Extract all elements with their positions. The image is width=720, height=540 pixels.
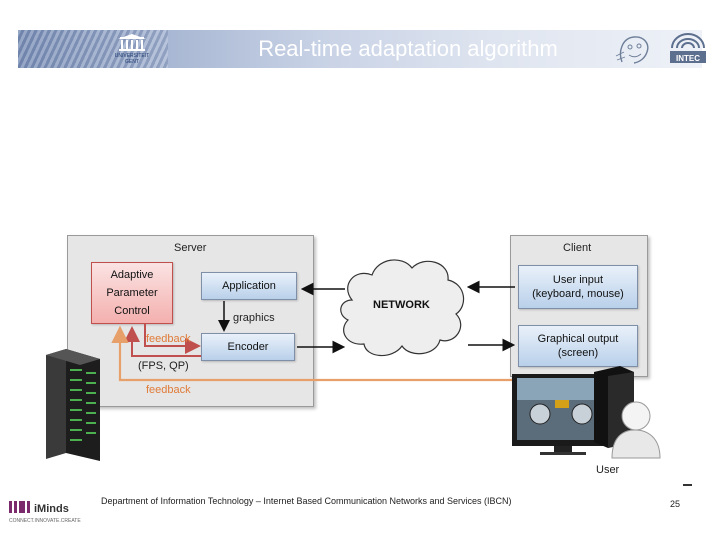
user-input-line-1: User input <box>552 274 604 286</box>
svg-text:GENT: GENT <box>125 59 139 65</box>
fps-qp-label: (FPS, QP) <box>138 360 189 372</box>
page-number: 25 <box>670 499 681 509</box>
intec-logo: INTEC <box>670 33 706 63</box>
feedback-top-label: feedback <box>146 333 191 345</box>
client-title: Client <box>563 242 592 254</box>
ugent-logo: UNIVERSITEIT GENT <box>115 34 149 65</box>
apc-line-1: Adaptive <box>110 269 154 281</box>
network-label: NETWORK <box>373 299 430 311</box>
graphical-output-box: Graphical output (screen) <box>518 325 638 367</box>
pc-tower-icon <box>594 366 634 448</box>
network-cloud <box>340 259 465 357</box>
graphical-output-line-2: (screen) <box>557 347 599 359</box>
parameter-red-arrow <box>144 324 201 354</box>
footer-department: Department of Information Technology – I… <box>101 496 512 506</box>
face-sketch-logo <box>615 36 649 64</box>
svg-text:CONNECT.INNOVATE.CREATE: CONNECT.INNOVATE.CREATE <box>9 518 81 524</box>
application-box: Application <box>201 272 297 300</box>
page-dash <box>683 484 692 486</box>
feedback-red-arrow <box>124 326 201 357</box>
feedback-orange-arrow <box>111 325 512 382</box>
slide-title: Real-time adaptation algorithm <box>258 36 558 61</box>
svg-text:UNIVERSITEIT: UNIVERSITEIT <box>115 53 149 59</box>
user-avatar-icon <box>611 401 661 459</box>
adaptive-parameter-control-box: Adaptive Parameter Control <box>91 262 173 324</box>
user-input-box: User input (keyboard, mouse) <box>518 265 638 309</box>
apc-line-3: Control <box>114 305 150 317</box>
apc-line-2: Parameter <box>106 287 158 299</box>
encoder-box: Encoder <box>201 333 295 361</box>
user-input-line-2: (keyboard, mouse) <box>532 288 624 300</box>
user-label: User <box>596 464 620 476</box>
svg-text:iMinds: iMinds <box>34 503 69 515</box>
server-title: Server <box>174 242 207 254</box>
server-rack-icon <box>46 349 100 461</box>
iminds-logo: iMinds CONNECT.INNOVATE.CREATE <box>9 501 81 524</box>
feedback-bottom-label: feedback <box>146 384 191 396</box>
header-banner: UNIVERSITEIT GENT Real-time adaptation a… <box>18 30 706 68</box>
graphics-label: graphics <box>233 312 275 324</box>
graphical-output-line-1: Graphical output <box>537 333 619 345</box>
svg-text:INTEC: INTEC <box>676 54 700 63</box>
